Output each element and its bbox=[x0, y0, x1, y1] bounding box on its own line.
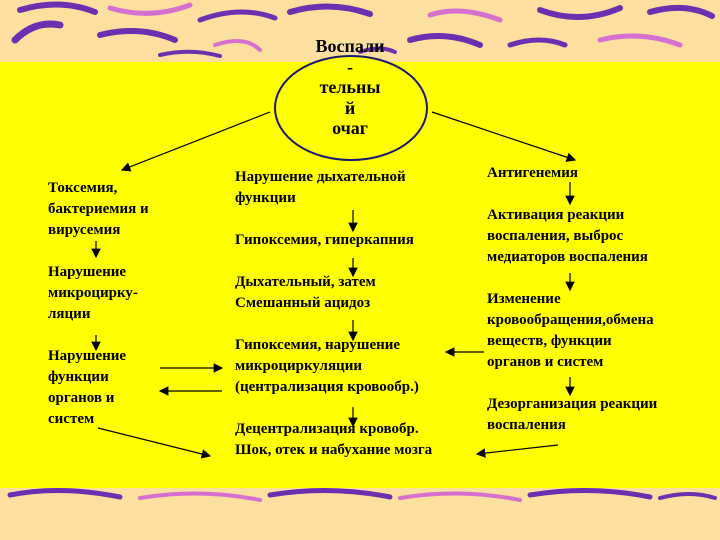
center-label-line: й bbox=[344, 97, 356, 118]
middle-column-line: Гипоксемия, нарушение bbox=[235, 337, 401, 353]
middle-column-line bbox=[235, 314, 475, 335]
middle-column-line: Децентрализация кровобр. bbox=[235, 421, 419, 437]
middle-column-line: Шок, отек и набухание мозга bbox=[235, 442, 433, 458]
middle-column-line bbox=[235, 398, 475, 419]
arrow-right-to-bottom bbox=[475, 444, 559, 458]
bottom-squiggles bbox=[7, 487, 717, 502]
right-column-line: Изменение bbox=[487, 291, 561, 307]
right-column-line: медиаторов воспаления bbox=[487, 249, 648, 265]
middle-column-line: микроциркуляции bbox=[235, 358, 362, 374]
center-ellipse bbox=[274, 55, 428, 161]
left-column-line: функции bbox=[48, 369, 109, 385]
left-column-line: Нарушение bbox=[48, 264, 127, 280]
right-column-line: воспаления, выброс bbox=[487, 228, 624, 244]
left-column-line bbox=[48, 325, 178, 346]
right-column-line: органов и систем bbox=[487, 354, 604, 370]
left-column-line: вирусемия bbox=[48, 222, 121, 238]
left-column-line: бактериемия и bbox=[48, 201, 149, 217]
center-label-line: - bbox=[347, 56, 353, 77]
center-label-line: Воспали bbox=[315, 36, 385, 56]
middle-column-line bbox=[235, 209, 475, 230]
middle-column-line bbox=[235, 251, 475, 272]
left-column-line bbox=[48, 241, 178, 262]
arrow-right-branch bbox=[431, 111, 577, 162]
center-label-line: тельны bbox=[319, 77, 381, 97]
arrow-left-branch bbox=[120, 111, 271, 172]
left-column-line: Токсемия, bbox=[48, 180, 118, 196]
middle-column-line: функции bbox=[235, 190, 296, 206]
left-column-line: органов и bbox=[48, 390, 115, 406]
top-squiggles bbox=[11, 1, 715, 58]
right-column-line bbox=[487, 373, 712, 394]
right-column-line bbox=[487, 184, 712, 205]
middle-column-line: Дыхательный, затем bbox=[235, 274, 376, 290]
left-column-line: систем bbox=[48, 411, 95, 427]
right-column-line: кровообращения,обмена bbox=[487, 312, 654, 328]
center-label-line: очаг bbox=[332, 118, 368, 138]
right-column-line: воспаления bbox=[487, 417, 566, 433]
center-focus-label: Воспали - тельны й очаг bbox=[300, 36, 400, 139]
arrows bbox=[91, 111, 577, 459]
left-column-line: Нарушение bbox=[48, 348, 127, 364]
left-column-line: ляции bbox=[48, 306, 91, 322]
right-column-line: Активация реакции bbox=[487, 207, 625, 223]
middle-column-line: Смешанный ацидоз bbox=[235, 295, 371, 311]
arrow-left-to-bottom bbox=[97, 427, 212, 459]
middle-column-line: (централизация кровообр.) bbox=[235, 379, 419, 395]
middle-column-line: Нарушение дыхательной bbox=[235, 169, 406, 185]
right-column-line bbox=[487, 268, 712, 289]
right-column-line: Антигенемия bbox=[487, 165, 579, 181]
right-column-line: веществ, функции bbox=[487, 333, 612, 349]
right-column-line: Дезорганизация реакции bbox=[487, 396, 658, 412]
left-column-line: микроцирку- bbox=[48, 285, 138, 301]
middle-column-line: Гипоксемия, гиперкапния bbox=[235, 232, 414, 248]
